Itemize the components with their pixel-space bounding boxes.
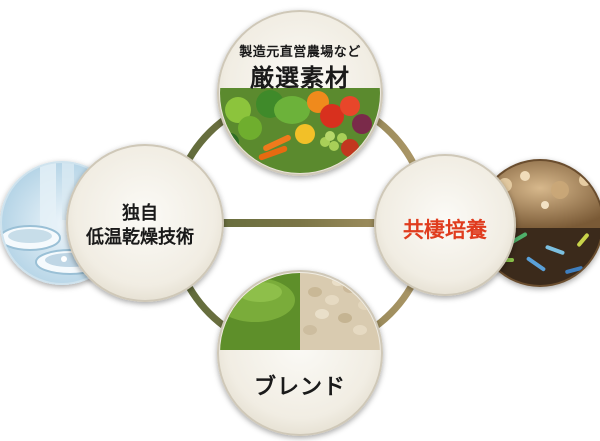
top-node xyxy=(217,10,383,176)
top-node-title: 厳選素材 xyxy=(250,64,350,92)
right-node-title: 共棲培養 xyxy=(403,218,487,242)
connector-bar xyxy=(180,219,420,227)
bottom-node xyxy=(217,270,383,436)
left-node-title-line2: 低温乾燥技術 xyxy=(86,227,194,248)
left-node-title-line1: 独自 xyxy=(122,203,158,224)
left-node-circle xyxy=(66,144,224,302)
top-node-subtitle: 製造元直営農場など xyxy=(239,45,361,60)
powder-beans-photo xyxy=(220,273,380,350)
vegetables-photo xyxy=(220,88,380,173)
right-node-circle xyxy=(374,154,516,296)
bottom-node-title: ブレンド xyxy=(253,375,346,400)
